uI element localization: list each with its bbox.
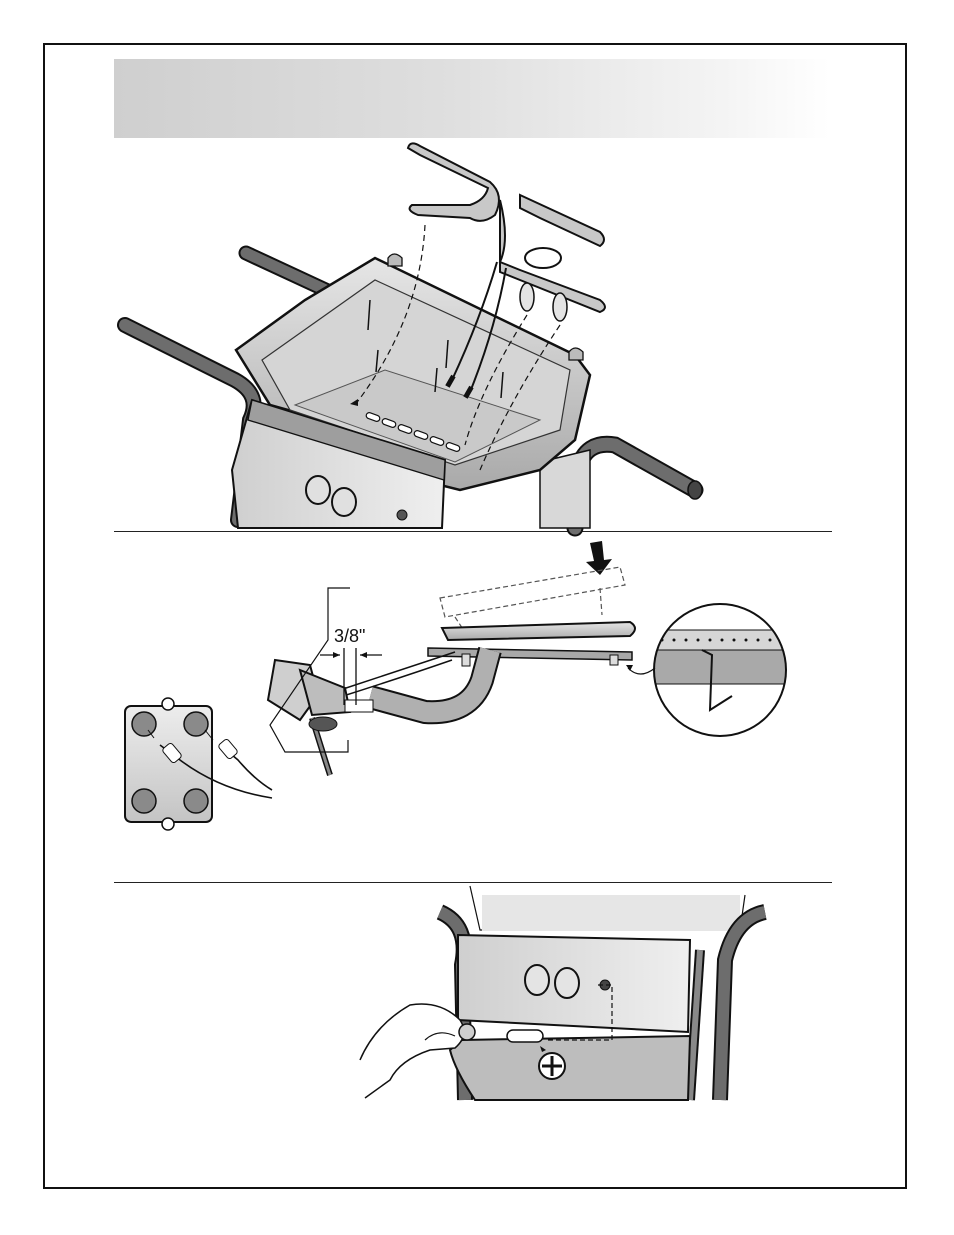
figure-electrode-gap: 3/8" — [125, 541, 790, 830]
figure-burner-install — [125, 143, 702, 528]
terminal-icon — [132, 712, 156, 736]
valve-assembly — [268, 660, 373, 775]
control-knob-icon — [306, 476, 330, 504]
gap-dimension-label: 3/8" — [334, 626, 365, 646]
down-arrow-icon — [586, 541, 612, 575]
terminal-icon — [132, 789, 156, 813]
igniter-module — [125, 698, 272, 830]
terminal-icon — [184, 789, 208, 813]
igniter-button-icon — [397, 510, 407, 520]
terminal-icon — [184, 712, 208, 736]
control-knob-icon — [332, 488, 356, 516]
figure-igniter-install — [360, 886, 765, 1100]
control-knob-icon — [555, 968, 579, 998]
detail-magnifier — [650, 600, 790, 740]
control-knob-icon — [525, 965, 549, 995]
phillips-screwdriver-icon — [539, 1053, 565, 1079]
